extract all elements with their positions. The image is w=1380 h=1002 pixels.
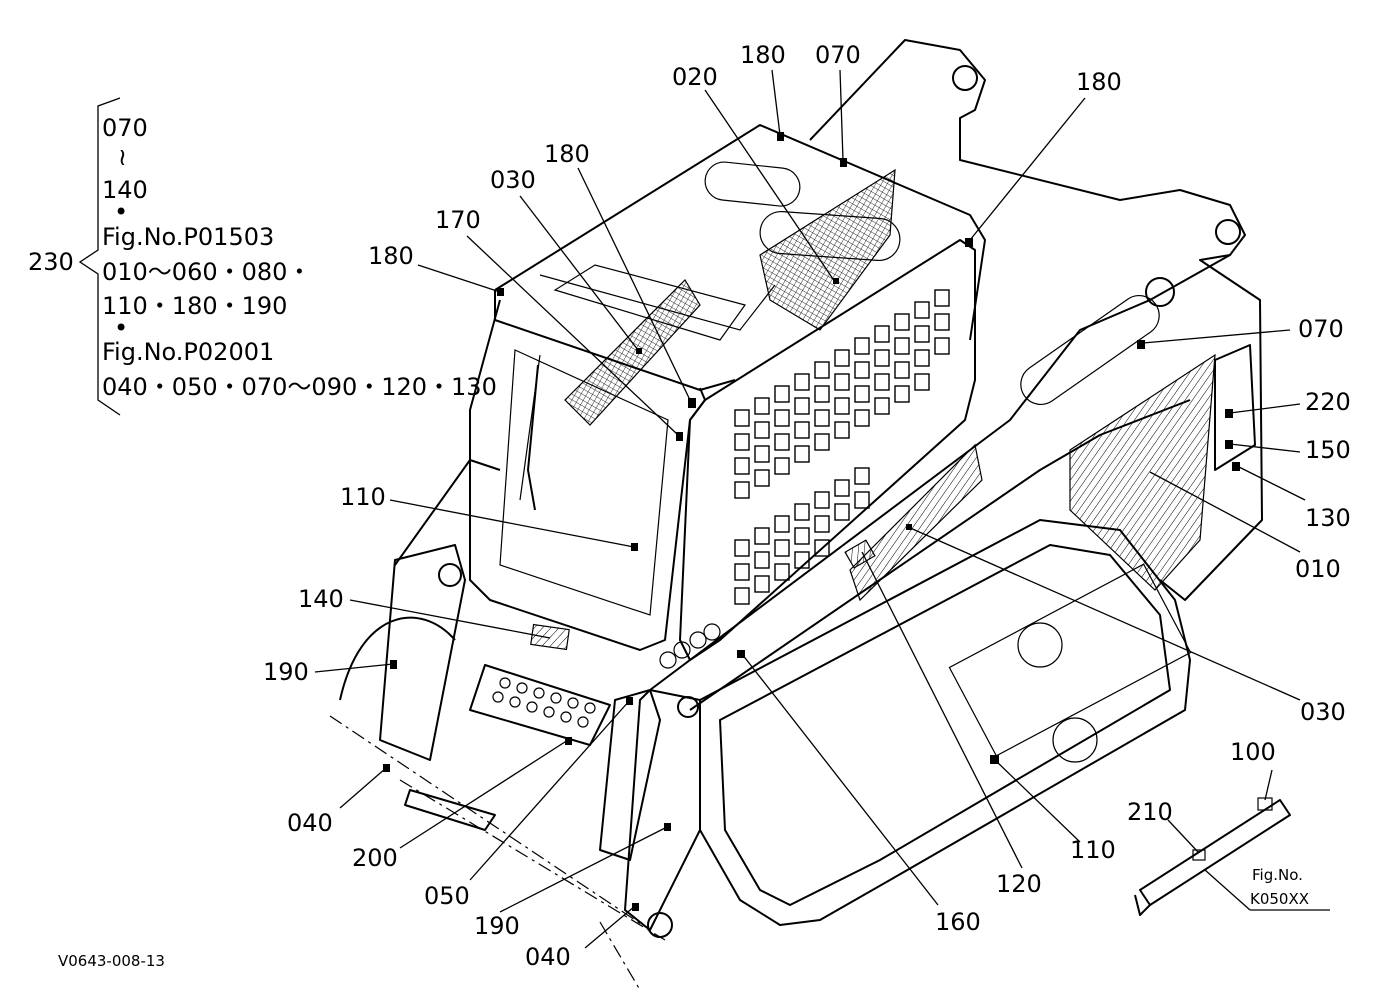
callout-010: 010 xyxy=(1295,555,1341,583)
note-line: ≀ xyxy=(118,143,127,171)
machine-illustration xyxy=(329,39,1291,991)
callout-180: 180 xyxy=(544,140,590,168)
callout-020: 020 xyxy=(672,63,718,91)
note-line: 010～060・080・ xyxy=(102,258,311,286)
callout-220: 220 xyxy=(1305,388,1351,416)
callout-050: 050 xyxy=(424,882,470,910)
drawing-code: V0643-008-13 xyxy=(58,952,165,970)
callout-140: 140 xyxy=(298,585,344,613)
decal-030-side xyxy=(849,443,983,602)
callout-labels: 020 180 070 180 180 030 170 180 070 220 … xyxy=(263,41,1351,971)
note-line: • xyxy=(114,198,128,226)
callout-230: 230 xyxy=(28,248,74,276)
figure-reference: Fig.No. K050XX xyxy=(1250,866,1309,908)
decal-030-roof xyxy=(564,279,701,426)
callout-030: 030 xyxy=(1300,698,1346,726)
callout-100: 100 xyxy=(1230,738,1276,766)
decal-010 xyxy=(1069,353,1216,591)
callout-070: 070 xyxy=(815,41,861,69)
callout-110: 110 xyxy=(340,483,386,511)
callout-180: 180 xyxy=(1076,68,1122,96)
decal-140 xyxy=(530,623,570,651)
callout-030: 030 xyxy=(490,166,536,194)
callout-200: 200 xyxy=(352,844,398,872)
decal-120 xyxy=(844,539,876,569)
callout-160: 160 xyxy=(935,908,981,936)
callout-190: 190 xyxy=(263,658,309,686)
note-block-230: 230 070 ≀ 140 • Fig.No.P01503 010～060・08… xyxy=(28,114,497,401)
fig-ref-number: K050XX xyxy=(1250,890,1309,908)
note-line: 070 xyxy=(102,114,148,142)
side-screen-grid xyxy=(734,289,950,605)
note-line: Fig.No.P02001 xyxy=(102,338,274,366)
leader-lines xyxy=(78,69,1330,949)
callout-180: 180 xyxy=(740,41,786,69)
note-line: 140 xyxy=(102,176,148,204)
callout-210: 210 xyxy=(1127,798,1173,826)
fig-ref-label: Fig.No. xyxy=(1252,866,1303,884)
callout-150: 150 xyxy=(1305,436,1351,464)
callout-180: 180 xyxy=(368,242,414,270)
step-holes xyxy=(492,677,596,728)
note-line: 040・050・070～090・120・130 xyxy=(102,373,497,401)
note-line: 110・180・190 xyxy=(102,292,287,320)
callout-070: 070 xyxy=(1298,315,1344,343)
note-line: Fig.No.P01503 xyxy=(102,223,274,251)
callout-130: 130 xyxy=(1305,504,1351,532)
note-line: • xyxy=(114,314,128,342)
callout-040: 040 xyxy=(525,943,571,971)
rail-part-k050xx xyxy=(1139,799,1291,906)
callout-110: 110 xyxy=(1070,836,1116,864)
callout-040: 040 xyxy=(287,809,333,837)
decal-020 xyxy=(759,168,896,331)
callout-120: 120 xyxy=(996,870,1042,898)
callout-170: 170 xyxy=(435,206,481,234)
callout-190: 190 xyxy=(474,912,520,940)
